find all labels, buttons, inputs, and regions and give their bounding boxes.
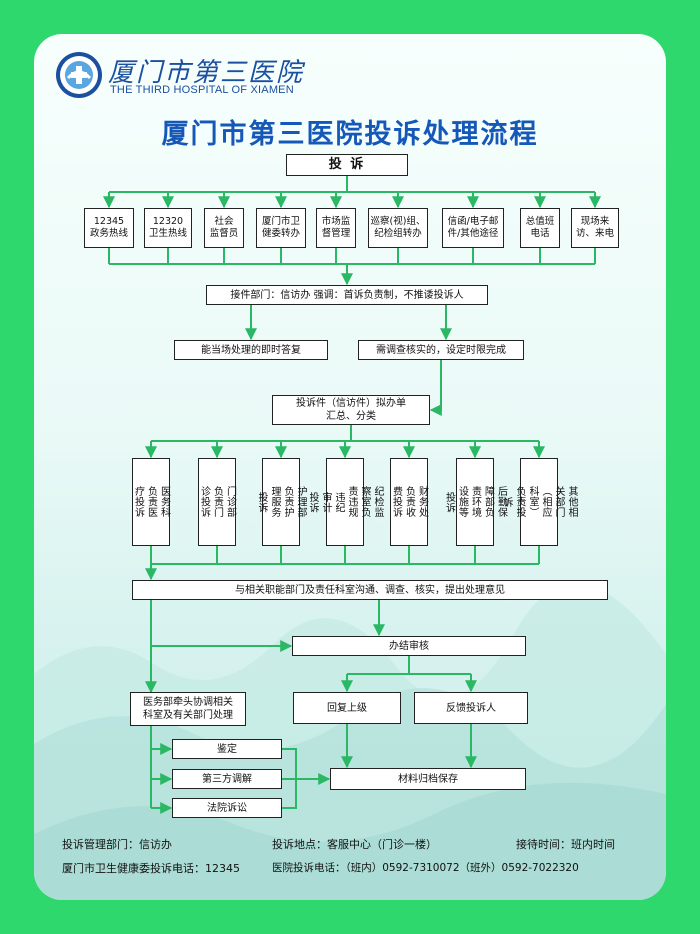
footer-location: 投诉地点：客服中心（门诊一楼） [272, 838, 437, 851]
communicate-box: 与相关职能部门及责任科室沟通、调查、核实，提出处理意见 [132, 580, 608, 600]
department-box: 护理部 负责护 理服务 投诉 [256, 458, 306, 546]
connector-line [282, 779, 297, 809]
verify-box: 需调查核实的，设定时限完成 [358, 340, 524, 360]
channel-box: 厦门市卫 健委转办 [256, 208, 306, 248]
channel-box: 巡察(视)组、 纪检组转办 [368, 208, 428, 248]
flow-connectors [103, 176, 601, 814]
complaint-box: 投 诉 [286, 154, 408, 176]
archive-box: 材料归档保存 [330, 768, 526, 790]
receiver-box: 接件部门：信访办 强调：首诉负责制，不推诿投诉人 [206, 285, 488, 305]
footer-dept: 投诉管理部门：信访办 [62, 838, 172, 851]
poster-card: 厦门市第三医院 THE THIRD HOSPITAL OF XIAMEN 厦门市… [34, 34, 666, 900]
appraisal-box: 鉴定 [172, 739, 282, 759]
footer-hospital-tel: 医院投诉电话：（班内）0592-7310072（班外）0592-7022320 [272, 862, 579, 874]
channel-box: 12345 政务热线 [84, 208, 134, 248]
draft-box: 投诉件（信访件）拟办单 汇总、分类 [272, 395, 430, 425]
channel-box: 信函/电子邮 件/其他途径 [442, 208, 504, 248]
channel-box: 社会 监督员 [204, 208, 244, 248]
footer-hours: 接待时间：班内时间 [516, 838, 615, 851]
department-box: 财务处 负责收 费投诉 [390, 458, 428, 546]
department-box: 医务科 负责医 疗投诉 [132, 458, 170, 546]
mediation-box: 第三方调解 [172, 769, 282, 789]
coordinate-box: 医务部牵头协调相关 科室及有关部门处理 [130, 692, 246, 726]
channel-box: 市场监 督管理 [316, 208, 356, 248]
department-box: 门诊部 负责门 诊投诉 [198, 458, 236, 546]
footer-commission-tel: 厦门市卫生健康委投诉电话：12345 [62, 862, 240, 875]
connector-line [429, 360, 442, 416]
feedback-box: 反馈投诉人 [414, 692, 528, 724]
channel-box: 总值班 电话 [520, 208, 560, 248]
connector-line [282, 748, 297, 779]
channel-box: 12320 卫生热线 [144, 208, 192, 248]
page-title: 厦门市第三医院投诉处理流程 [161, 119, 539, 150]
logo-english-text: THE THIRD HOSPITAL OF XIAMEN [110, 84, 294, 96]
lawsuit-box: 法院诉讼 [172, 798, 282, 818]
department-box: 后勤保 障部负 责环境 设施等 投诉 [444, 458, 507, 546]
mountain-background [34, 583, 666, 900]
department-box: 其他相 关部门 （相应 科室） 负责投 诉 [501, 458, 577, 546]
immediate-reply-box: 能当场处理的即时答复 [174, 340, 328, 360]
review-box: 办结审核 [292, 636, 526, 656]
channel-box: 现场来 访、来电 [571, 208, 619, 248]
logo-chinese-text: 厦门市第三医院 [108, 58, 305, 88]
department-box: 纪检监 察室负 责违规 违纪 审计 投诉 [307, 458, 383, 546]
reply-superior-box: 回复上级 [293, 692, 401, 724]
hospital-logo [56, 52, 102, 98]
